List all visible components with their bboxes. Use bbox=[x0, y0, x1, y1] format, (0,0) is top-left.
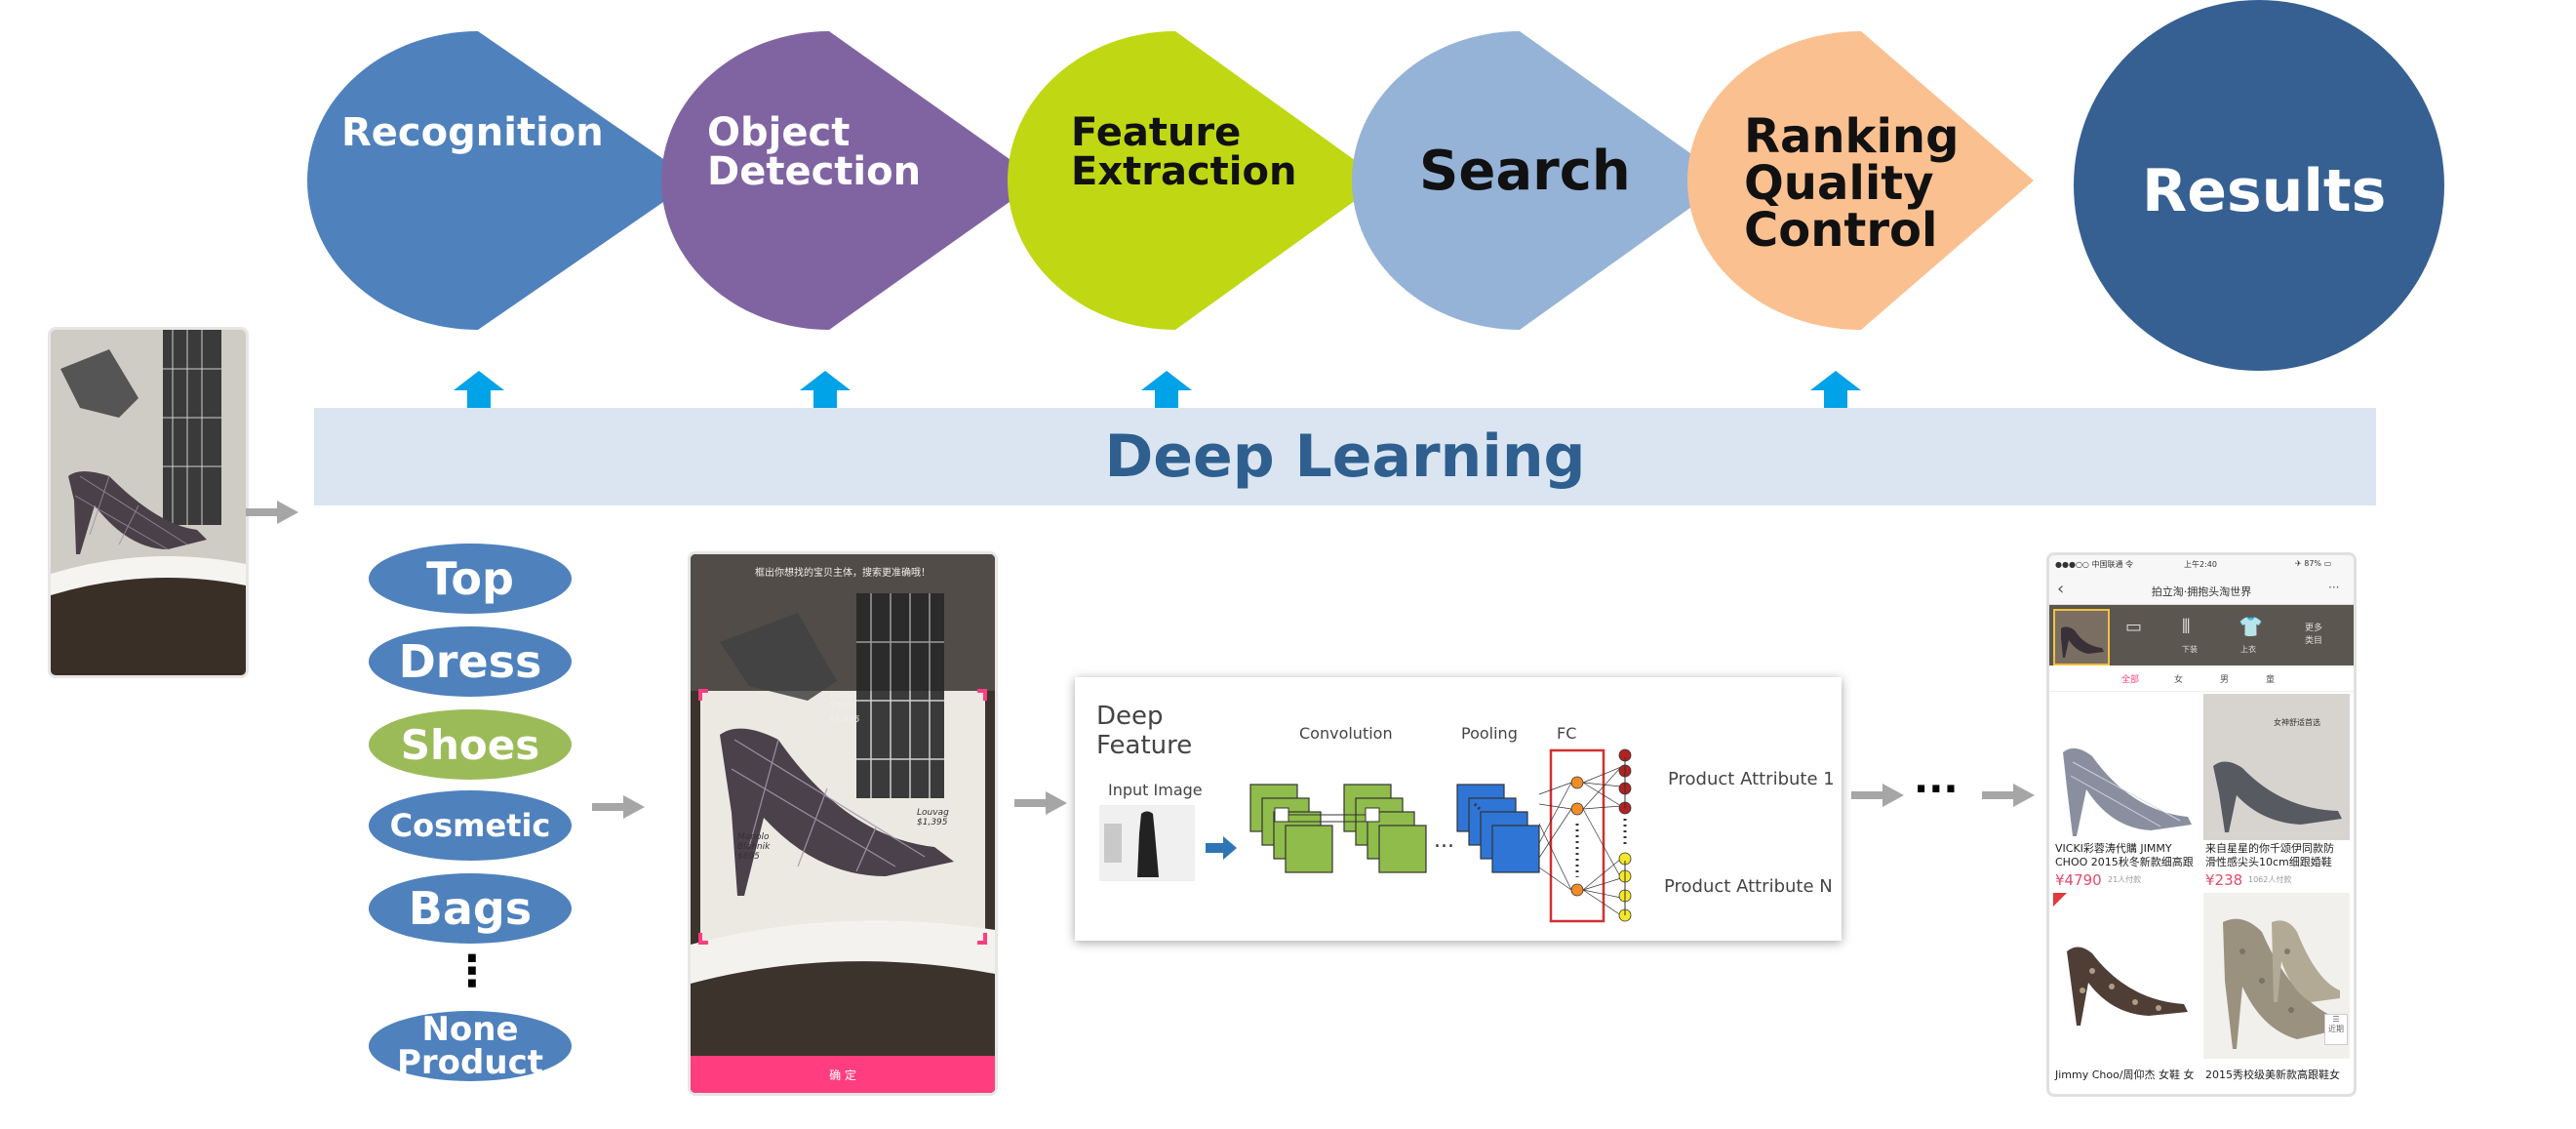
arrow-right-icon bbox=[1982, 784, 2035, 807]
confirm-button[interactable]: 确 定 bbox=[691, 1056, 995, 1093]
input-photo bbox=[48, 327, 249, 678]
up-arrow-icon bbox=[800, 371, 851, 408]
product-title: 2015秀校级美新款高跟鞋女 bbox=[2205, 1069, 2340, 1081]
product-card[interactable]: ☰ 近期 2015秀校级美新款高跟鞋女 bbox=[2203, 893, 2350, 1088]
tab-all[interactable]: 全部 bbox=[2121, 675, 2140, 685]
product-image bbox=[2203, 694, 2350, 840]
label-top-price: $1,495 bbox=[829, 715, 860, 725]
stage-search-label: Search bbox=[1419, 140, 1631, 203]
object-detection-screen: 框出你想找的宝贝主体，搜索更准确哦！ Tricu Shirts $1,495 M… bbox=[688, 551, 998, 1096]
category-more-ellipsis: ⋮ bbox=[451, 947, 494, 996]
label-left-item: Manolo Blahnik $695 bbox=[737, 832, 771, 862]
carrier-text: ●●●○○ 中国联通 令 bbox=[2055, 560, 2133, 569]
filter-tabs: 全部 女 男 童 bbox=[2049, 665, 2354, 692]
stage-results-label: Results bbox=[2142, 157, 2387, 225]
stage-recognition-shape bbox=[307, 31, 694, 330]
product-card[interactable]: VICKI彩蓉涛代購 JIMMY CHOO 2015秋冬新款细高跟 ¥4790 … bbox=[2053, 694, 2200, 889]
stage-feature-extraction-shape bbox=[1008, 31, 1383, 330]
label-right-item: Louvag $1,395 bbox=[917, 808, 949, 827]
crop-hint-text: 框出你想找的宝贝主体，搜索更准确哦！ bbox=[755, 568, 931, 579]
product-sold: 1062人付款 bbox=[2248, 875, 2292, 884]
cnn-architecture-graphic: ... bbox=[1099, 748, 1632, 923]
promo-badge: 女神舒适首选 bbox=[2274, 718, 2320, 727]
stage-ranking-shape bbox=[1687, 31, 2034, 330]
results-phone-screen: ●●●○○ 中国联通 令 上午2:40 ✈ 87% ▭ ‹ 拍立淘·拥抱头淘世界… bbox=[2046, 552, 2357, 1097]
deep-learning-band: Deep Learning bbox=[314, 408, 2376, 505]
input-image-label: Input Image bbox=[1108, 781, 1203, 799]
stage-search-shape bbox=[1352, 31, 1728, 330]
up-arrow-icon bbox=[1141, 371, 1192, 408]
nav-title: 拍立淘·拥抱头淘世界 bbox=[2151, 585, 2252, 598]
deep-feature-title: Deep Feature bbox=[1096, 702, 1193, 761]
arrow-right-icon bbox=[246, 501, 298, 524]
deep-feature-title-line2: Feature bbox=[1096, 730, 1193, 760]
product-title: 来自星星的你千颂伊同款防 滑性感尖头10cm细跟婚鞋 bbox=[2205, 842, 2334, 868]
cnn-ellipsis: ... bbox=[1434, 828, 1454, 853]
stage-object-detection-label: Object Detection bbox=[707, 110, 922, 194]
pipeline-ellipsis: ··· bbox=[1914, 767, 1959, 812]
deep-learning-label: Deep Learning bbox=[1104, 423, 1586, 491]
product-card[interactable]: Jimmy Choo/周仰杰 女鞋 女 bbox=[2053, 893, 2200, 1088]
category-top: Top bbox=[369, 544, 572, 614]
tab-kids[interactable]: 童 bbox=[2266, 675, 2276, 685]
product-title: VICKI彩蓉涛代購 JIMMY CHOO 2015秋冬新款细高跟 bbox=[2055, 842, 2194, 868]
category-none-product: None Product bbox=[369, 1011, 572, 1081]
product-attribute-1-label: Product Attribute 1 bbox=[1668, 769, 1835, 789]
product-attribute-n-label: Product Attribute N bbox=[1664, 876, 1833, 897]
product-image bbox=[2053, 694, 2200, 840]
cat-label-tops: 上衣 bbox=[2240, 645, 2256, 654]
product-price: ¥238 bbox=[2205, 871, 2243, 889]
pipeline-diagram bbox=[307, 0, 2444, 371]
stage-recognition-label: Recognition bbox=[341, 110, 604, 155]
arrow-right-icon bbox=[592, 795, 645, 819]
cat-label-more[interactable]: 更多 类目 bbox=[2305, 624, 2323, 646]
category-strip: ▭ ⫴ 下装 👕 上衣 更多 类目 bbox=[2049, 605, 2354, 665]
product-price: ¥4790 bbox=[2055, 871, 2102, 889]
more-icon[interactable]: ··· bbox=[2328, 581, 2340, 594]
tab-women[interactable]: 女 bbox=[2174, 675, 2184, 685]
product-sold: 21人付款 bbox=[2108, 875, 2142, 884]
cat-icon-pants[interactable]: ⫴ bbox=[2182, 615, 2191, 638]
product-title: Jimmy Choo/周仰杰 女鞋 女 bbox=[2055, 1069, 2195, 1081]
battery-text: ✈ 87% ▭ bbox=[2295, 559, 2332, 568]
stage-object-detection-shape bbox=[661, 31, 1040, 330]
shoe-photo-image bbox=[51, 330, 246, 675]
arrow-right-icon bbox=[1851, 784, 1904, 807]
category-cosmetic: Cosmetic bbox=[369, 790, 572, 861]
category-shoes: Shoes bbox=[369, 709, 572, 780]
stage-results-shape bbox=[2074, 0, 2444, 371]
fc-label: FC bbox=[1557, 724, 1577, 743]
cat-label-pants: 下装 bbox=[2182, 645, 2198, 654]
query-shoe-thumb bbox=[2061, 626, 2104, 658]
deep-feature-cnn-box: Deep Feature Input Image Convolution Poo… bbox=[1075, 677, 1842, 941]
product-image bbox=[2203, 893, 2350, 1059]
tab-men[interactable]: 男 bbox=[2220, 675, 2230, 685]
pooling-label: Pooling bbox=[1461, 724, 1518, 743]
up-arrow-icon bbox=[1810, 371, 1861, 408]
arrow-right-icon bbox=[1014, 791, 1067, 815]
up-arrow-icon bbox=[454, 371, 504, 408]
back-icon[interactable]: ‹ bbox=[2057, 579, 2065, 599]
category-bags: Bags bbox=[369, 873, 572, 944]
cat-icon-tops[interactable]: 👕 bbox=[2239, 615, 2263, 638]
cat-icon-bags[interactable]: ▭ bbox=[2125, 617, 2143, 637]
query-thumbnail[interactable] bbox=[2053, 609, 2110, 665]
stage-ranking-label: Ranking Quality Control bbox=[1744, 109, 1960, 258]
label-top-item: Tricu Shirts bbox=[829, 691, 854, 710]
product-image bbox=[2053, 893, 2200, 1059]
product-card[interactable]: 女神舒适首选 来自星星的你千颂伊同款防 滑性感尖头10cm细跟婚鞋 ¥238 1… bbox=[2203, 694, 2350, 889]
stage-feature-extraction-label: Feature Extraction bbox=[1071, 110, 1297, 194]
deep-feature-title-line1: Deep bbox=[1096, 702, 1164, 731]
nav-bar: ‹ 拍立淘·拥抱头淘世界 ··· bbox=[2049, 575, 2354, 605]
shoe-detection-image bbox=[691, 554, 995, 1093]
convolution-label: Convolution bbox=[1299, 724, 1393, 743]
time-text: 上午2:40 bbox=[2184, 560, 2217, 569]
category-dress: Dress bbox=[369, 626, 572, 697]
side-menu-icon[interactable]: ☰ 近期 bbox=[2324, 1014, 2348, 1045]
status-bar: ●●●○○ 中国联通 令 上午2:40 ✈ 87% ▭ bbox=[2049, 555, 2354, 575]
